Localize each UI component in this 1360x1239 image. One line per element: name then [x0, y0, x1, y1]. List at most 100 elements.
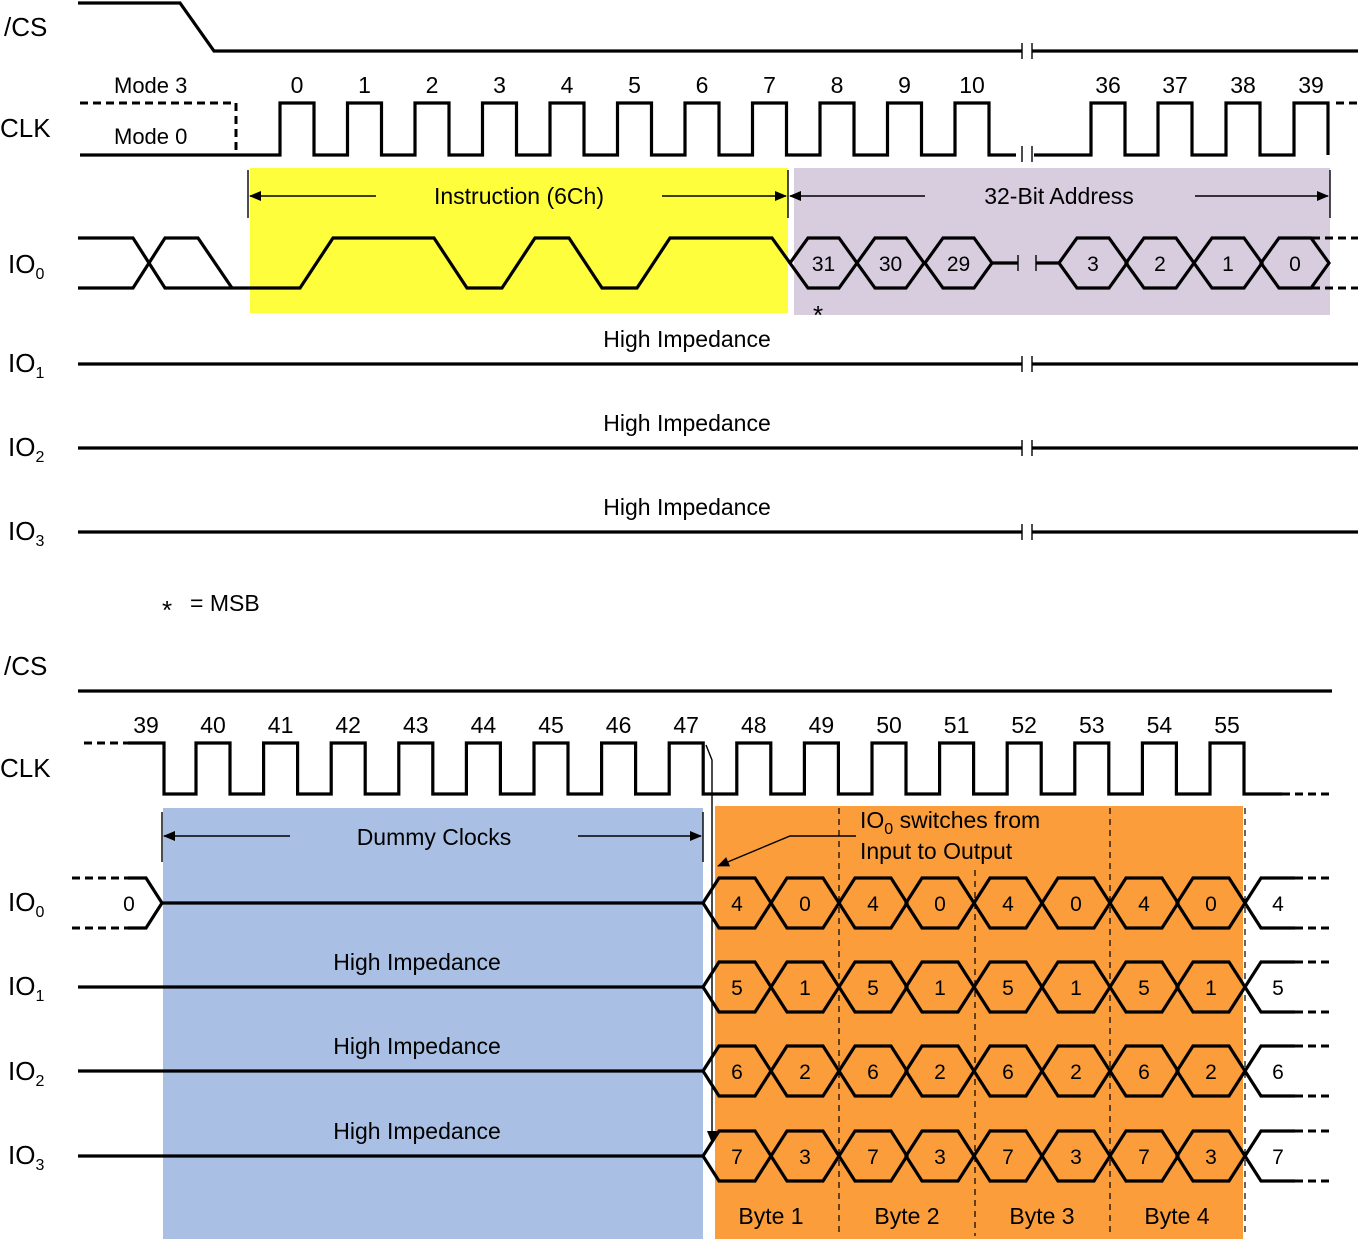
io3-label-top: IO3 — [8, 516, 44, 550]
dummy-clocks-label: Dummy Clocks — [357, 824, 512, 850]
next-bit-label: 6 — [1272, 1061, 1284, 1084]
next-bit-shape — [1243, 960, 1295, 1014]
clock-number-bottom: 52 — [1011, 712, 1037, 738]
msb-marker: * — [813, 300, 823, 330]
clock-number-top: 8 — [831, 72, 844, 98]
data-bit-label: 2 — [1205, 1061, 1217, 1084]
io0-prev-bit: 0 — [123, 893, 135, 916]
data-bit-label: 7 — [867, 1146, 879, 1169]
clock-number-top: 0 — [291, 72, 304, 98]
next-bit-trailing-dash — [1295, 876, 1334, 930]
data-bit-label: 5 — [731, 977, 743, 1000]
clock-number-bottom: 53 — [1079, 712, 1105, 738]
clock-number-bottom: 51 — [944, 712, 970, 738]
clock-number-top: 7 — [763, 72, 776, 98]
clock-number-bottom: 45 — [538, 712, 564, 738]
break-marks-top — [1021, 356, 1033, 540]
next-bit-label: 7 — [1272, 1146, 1284, 1169]
legend-star: * — [162, 595, 172, 625]
data-bit-label: 4 — [867, 893, 879, 916]
clock-number-bottom: 39 — [133, 712, 159, 738]
data-bit-label: 1 — [934, 977, 946, 1000]
clock-number-bottom: 41 — [268, 712, 294, 738]
byte-label: Byte 3 — [1009, 1203, 1074, 1229]
io0-label-top: IO0 — [8, 249, 44, 283]
clk-waveform-top — [80, 101, 1330, 157]
address-label: 32-Bit Address — [984, 183, 1134, 209]
address-bit-label: 31 — [812, 253, 835, 276]
io0-instruction-waveform — [232, 236, 792, 290]
instruction-label: Instruction (6Ch) — [434, 183, 604, 209]
next-bit-trailing-dash — [1295, 960, 1334, 1014]
byte-label: Byte 1 — [738, 1203, 803, 1229]
io2-label-top: IO2 — [8, 432, 44, 466]
next-bit-label: 5 — [1272, 977, 1284, 1000]
data-bit-label: 6 — [1138, 1061, 1150, 1084]
clock-number-top: 1 — [358, 72, 371, 98]
clock-number-top: 9 — [898, 72, 911, 98]
dummy-clocks-band — [163, 808, 703, 1239]
data-bit-label: 0 — [799, 893, 811, 916]
clock-number-bottom: 42 — [335, 712, 361, 738]
clk-waveform-bottom — [128, 741, 1282, 796]
high-impedance-io2-top: High Impedance — [603, 410, 771, 436]
io0-switch-note-arrow — [717, 835, 856, 867]
mode0-label: Mode 0 — [114, 124, 187, 149]
clock-number-top: 5 — [628, 72, 641, 98]
data-bit-label: 5 — [1138, 977, 1150, 1000]
cs-waveform-top — [78, 1, 1358, 53]
next-bit-shape — [1243, 1044, 1295, 1098]
clock-number-bottom: 44 — [471, 712, 497, 738]
clock-number-bottom: 55 — [1214, 712, 1240, 738]
address-bit-label: 2 — [1154, 253, 1166, 276]
clock-number-top: 3 — [493, 72, 506, 98]
clock-number-top: 6 — [696, 72, 709, 98]
data-bit-label: 0 — [1205, 893, 1217, 916]
edge-indicator-line — [705, 744, 717, 1143]
address-bit-cell — [1259, 236, 1331, 290]
address-bit-label: 0 — [1289, 253, 1301, 276]
instruction-band — [250, 168, 788, 313]
io3-label-bottom: IO3 — [8, 1140, 44, 1174]
next-bit-shape — [1243, 1129, 1295, 1183]
next-bit-trailing-dash — [1295, 1044, 1334, 1098]
io0-switch-note-line1: IO0 switches from — [860, 807, 1040, 838]
clock-number-bottom: 54 — [1147, 712, 1173, 738]
clk-label-bottom: CLK — [0, 753, 51, 783]
data-bit-label: 0 — [1070, 893, 1082, 916]
cs-label-top: /CS — [4, 12, 47, 42]
byte-separators — [838, 808, 1246, 1236]
high-impedance-io2-bottom: High Impedance — [333, 1033, 501, 1059]
io0-label-bottom: IO0 — [8, 887, 44, 921]
clk-label-top: CLK — [0, 113, 51, 143]
byte-label: Byte 2 — [874, 1203, 939, 1229]
io0-dontcare-top — [78, 236, 234, 290]
data-bit-label: 3 — [934, 1146, 946, 1169]
data-bit-label: 2 — [1070, 1061, 1082, 1084]
clock-number-bottom: 48 — [741, 712, 767, 738]
clock-number-bottom: 40 — [200, 712, 226, 738]
high-impedance-io1-top: High Impedance — [603, 326, 771, 352]
data-bit-label: 7 — [1002, 1146, 1014, 1169]
data-bit-label: 4 — [1002, 893, 1014, 916]
data-bit-label: 3 — [1205, 1146, 1217, 1169]
clock-number-bottom: 49 — [809, 712, 835, 738]
address-bit-label: 1 — [1222, 253, 1234, 276]
data-bit-label: 2 — [934, 1061, 946, 1084]
data-bit-label: 6 — [867, 1061, 879, 1084]
data-bit-label: 7 — [1138, 1146, 1150, 1169]
clock-number-bottom: 50 — [876, 712, 902, 738]
address-band — [794, 168, 1330, 315]
high-impedance-io3-bottom: High Impedance — [333, 1118, 501, 1144]
mode3-label: Mode 3 — [114, 73, 187, 98]
high-impedance-io3-top: High Impedance — [603, 494, 771, 520]
clock-number-bottom: 43 — [403, 712, 429, 738]
